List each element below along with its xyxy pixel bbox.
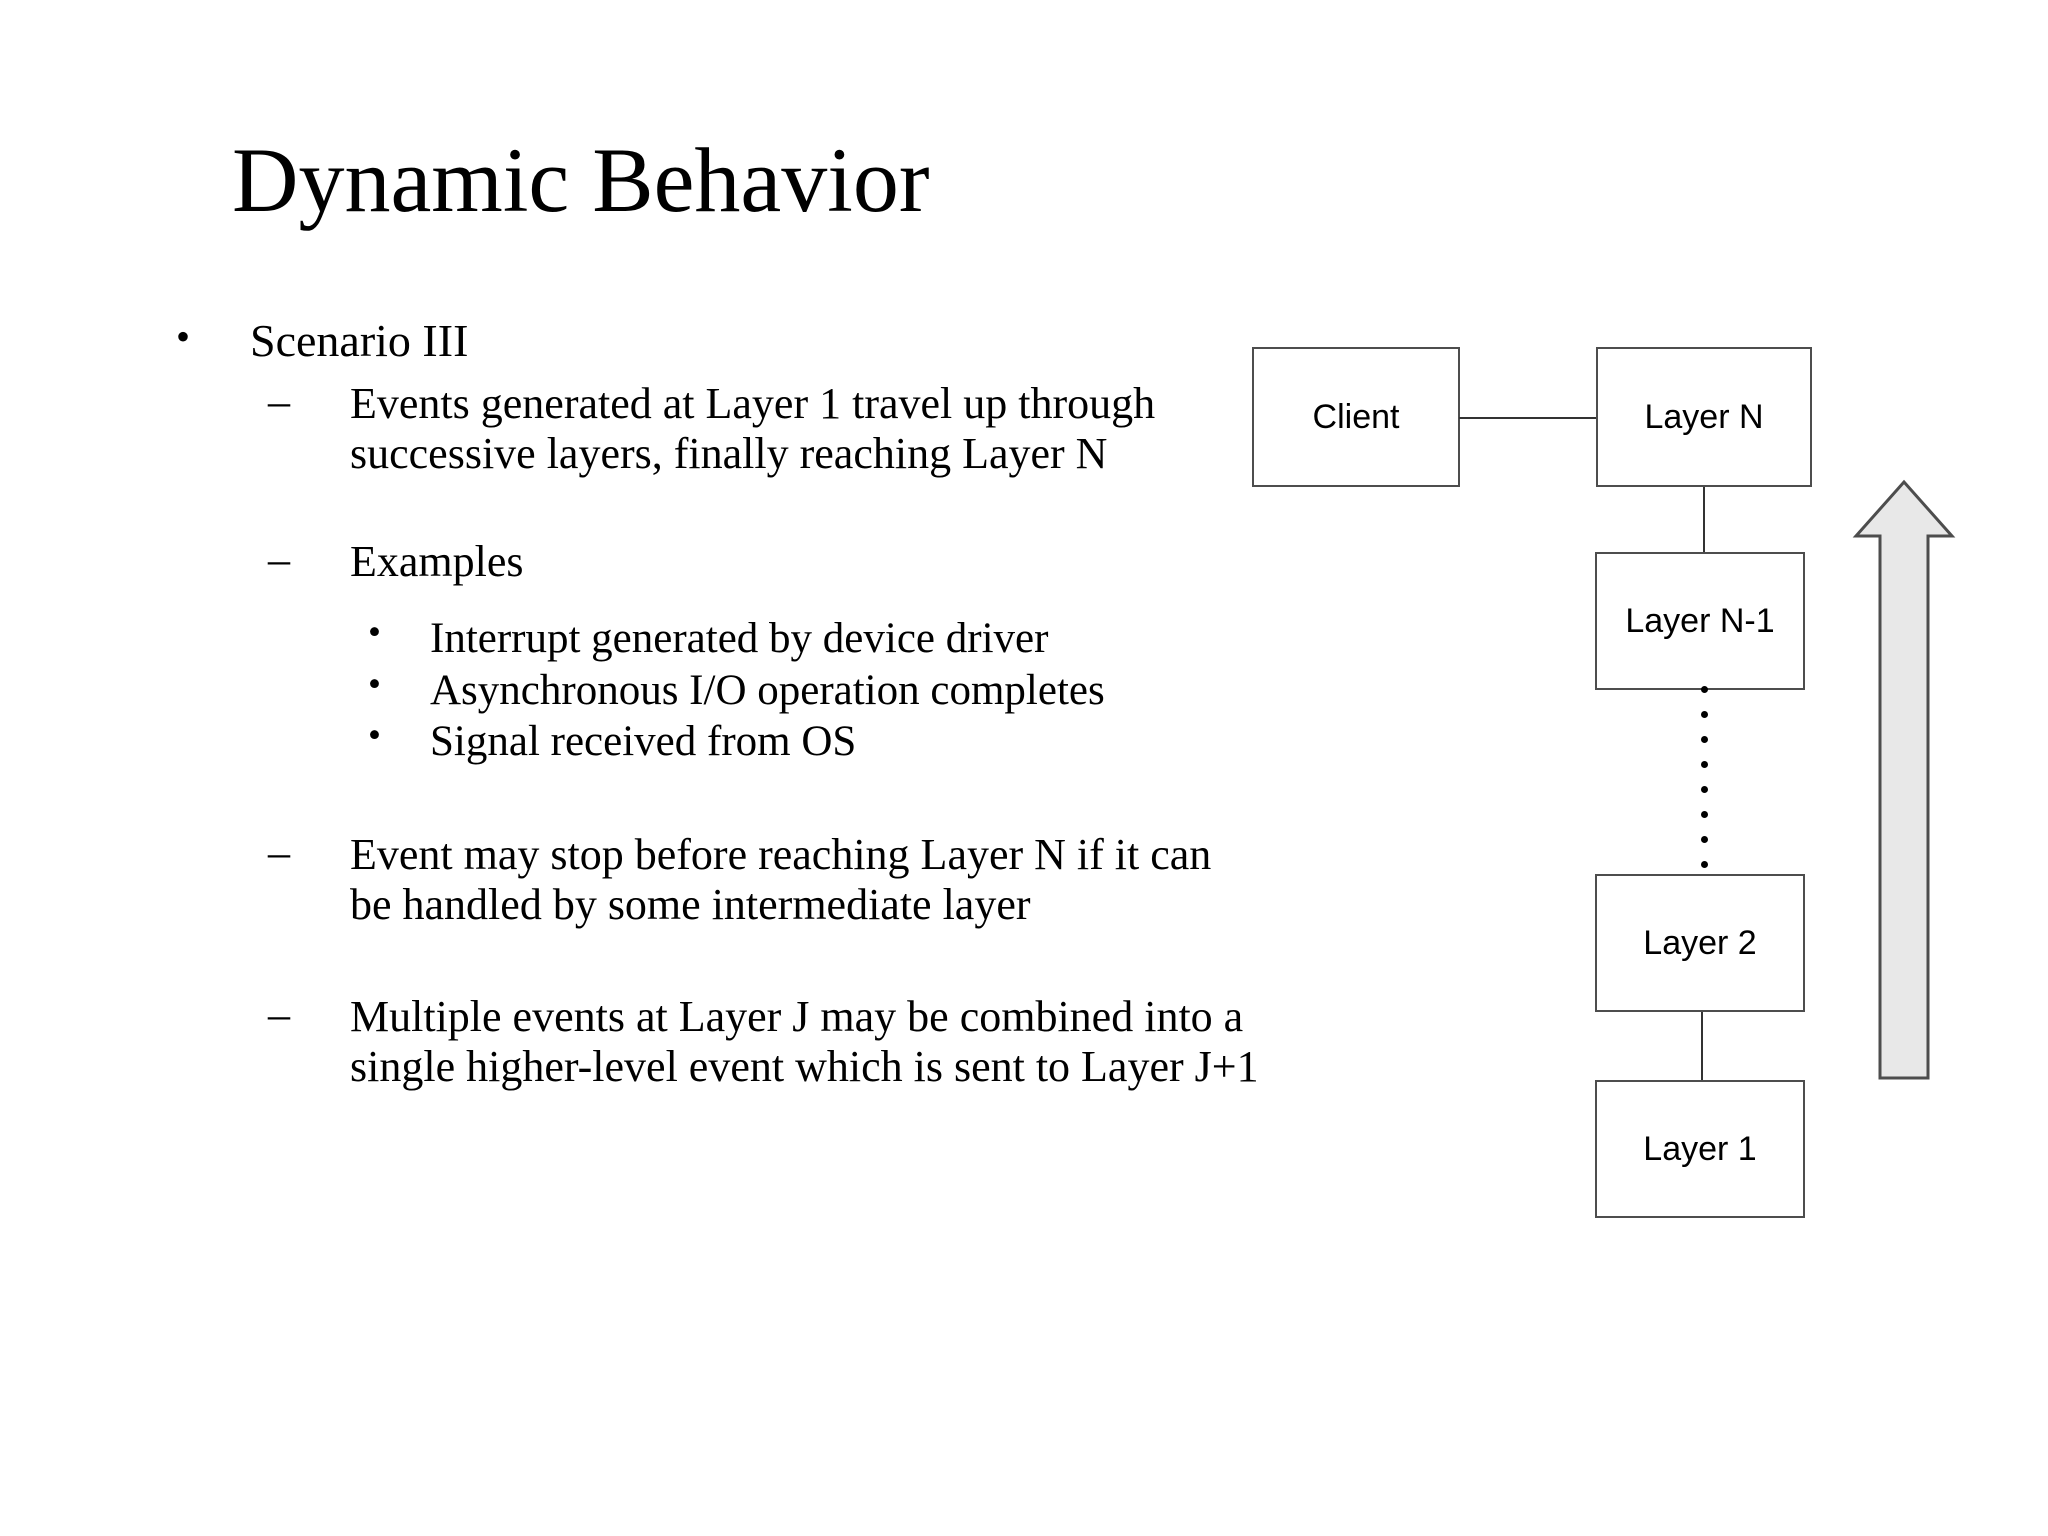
bullet-scenario-iii: • Scenario III [150, 314, 1260, 367]
bullet-marker-dash: – [268, 990, 290, 1040]
diagram-box-layer-1[interactable]: Layer 1 [1595, 1080, 1805, 1218]
ellipsis-dot [1700, 761, 1708, 768]
ellipsis-dot [1700, 836, 1708, 843]
bullet-examples-label: Examples [350, 536, 524, 586]
ellipsis-dot [1700, 861, 1708, 868]
bullet-point-3: – Multiple events at Layer J may be comb… [150, 990, 1260, 1092]
ellipsis-dot [1700, 786, 1708, 793]
bullet-examples-heading: – Examples [150, 534, 1260, 587]
bullet-point-1-text: Events generated at Layer 1 travel up th… [350, 378, 1156, 478]
diagram-box-layer-2-label: Layer 2 [1643, 923, 1757, 962]
bullet-marker-disc: • [176, 314, 191, 359]
spacer [150, 768, 1260, 830]
slide-body: • Scenario III – Events generated at Lay… [150, 314, 1260, 1092]
bullet-point-2: – Event may stop before reaching Layer N… [150, 827, 1260, 930]
bullet-marker-disc: • [368, 611, 381, 653]
connector-layer-2-to-layer-1 [1701, 1012, 1703, 1082]
bullet-marker-dash: – [268, 827, 290, 877]
bullet-scenario-iii-label: Scenario III [250, 315, 469, 366]
ellipsis-dot [1700, 686, 1708, 693]
diagram-box-layer-n[interactable]: Layer N [1596, 347, 1812, 487]
example-item-1: Interrupt generated by device driver [430, 614, 1049, 662]
diagram-box-layer-2[interactable]: Layer 2 [1595, 874, 1805, 1012]
list-item: • Asynchronous I/O operation completes [150, 663, 1260, 717]
spacer [150, 930, 1260, 992]
page-title: Dynamic Behavior [232, 129, 930, 231]
bullet-point-3-text: Multiple events at Layer J may be combin… [350, 992, 1259, 1092]
connector-client-to-layer-n [1459, 417, 1597, 419]
spacer [150, 479, 1260, 537]
ellipsis-dot [1700, 711, 1708, 718]
list-item: • Signal received from OS [150, 715, 1260, 768]
connector-ellipsis-dots [1700, 686, 1708, 868]
bullet-point-1: – Events generated at Layer 1 travel up … [150, 376, 1260, 479]
spacer [150, 587, 1260, 613]
bullet-point-2-text: Event may stop before reaching Layer N i… [350, 829, 1212, 929]
connector-layer-n-to-layer-n-1 [1703, 487, 1705, 553]
bullet-marker-dash: – [268, 534, 290, 584]
example-item-2: Asynchronous I/O operation completes [430, 666, 1105, 714]
diagram-box-layer-n-1-label: Layer N-1 [1625, 601, 1775, 640]
diagram-box-client[interactable]: Client [1252, 347, 1460, 487]
bullet-marker-disc: • [368, 715, 381, 757]
ellipsis-dot [1700, 736, 1708, 743]
upward-flow-arrow-icon [1852, 479, 1956, 1080]
example-item-3: Signal received from OS [430, 718, 857, 766]
diagram-box-layer-1-label: Layer 1 [1643, 1129, 1757, 1168]
ellipsis-dot [1700, 811, 1708, 818]
diagram-box-client-label: Client [1312, 397, 1400, 436]
diagram-box-layer-n-label: Layer N [1644, 397, 1764, 436]
list-item: • Interrupt generated by device driver [150, 611, 1260, 665]
bullet-marker-disc: • [368, 663, 381, 705]
bullet-marker-dash: – [268, 376, 290, 426]
diagram-box-layer-n-1[interactable]: Layer N-1 [1595, 552, 1805, 690]
